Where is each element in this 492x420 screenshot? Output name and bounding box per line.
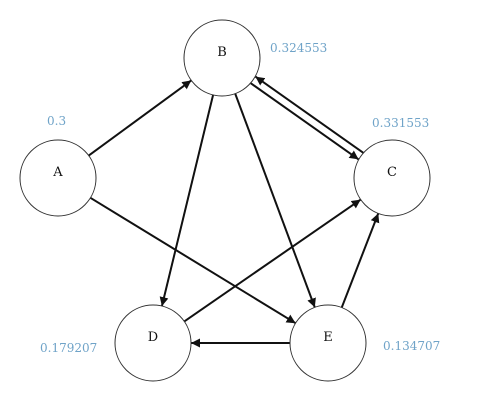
edge-a-to-b xyxy=(88,79,192,157)
node-c: C 0.331553 xyxy=(353,116,431,217)
node-label-e: E xyxy=(323,330,333,345)
node-circle-d xyxy=(114,304,192,382)
node-label-b: B xyxy=(217,45,227,60)
edge-b-to-e xyxy=(234,93,316,308)
edge-e-to-c xyxy=(340,213,380,308)
node-e: E 0.134707 xyxy=(289,304,440,382)
edge-b-to-c xyxy=(250,82,360,161)
node-score-e: 0.134707 xyxy=(383,339,440,353)
node-a: A 0.3 xyxy=(19,114,97,217)
node-d: D 0.179207 xyxy=(40,304,192,382)
node-score-b: 0.324553 xyxy=(270,41,327,55)
node-b: B 0.324553 xyxy=(183,19,327,97)
node-circle-c xyxy=(353,139,431,217)
node-label-c: C xyxy=(387,165,397,180)
edge-c-to-b xyxy=(254,75,364,154)
edges xyxy=(88,75,380,348)
node-score-a: 0.3 xyxy=(47,114,66,128)
node-score-d: 0.179207 xyxy=(40,341,97,355)
node-label-a: A xyxy=(52,165,63,180)
node-label-d: D xyxy=(148,330,158,345)
edge-a-to-e xyxy=(89,196,297,325)
edge-d-to-c xyxy=(183,198,362,323)
node-circle-a xyxy=(19,139,97,217)
node-circle-b xyxy=(183,19,261,97)
node-score-c: 0.331553 xyxy=(372,116,429,130)
edge-b-to-d xyxy=(159,94,215,307)
node-circle-e xyxy=(289,304,367,382)
